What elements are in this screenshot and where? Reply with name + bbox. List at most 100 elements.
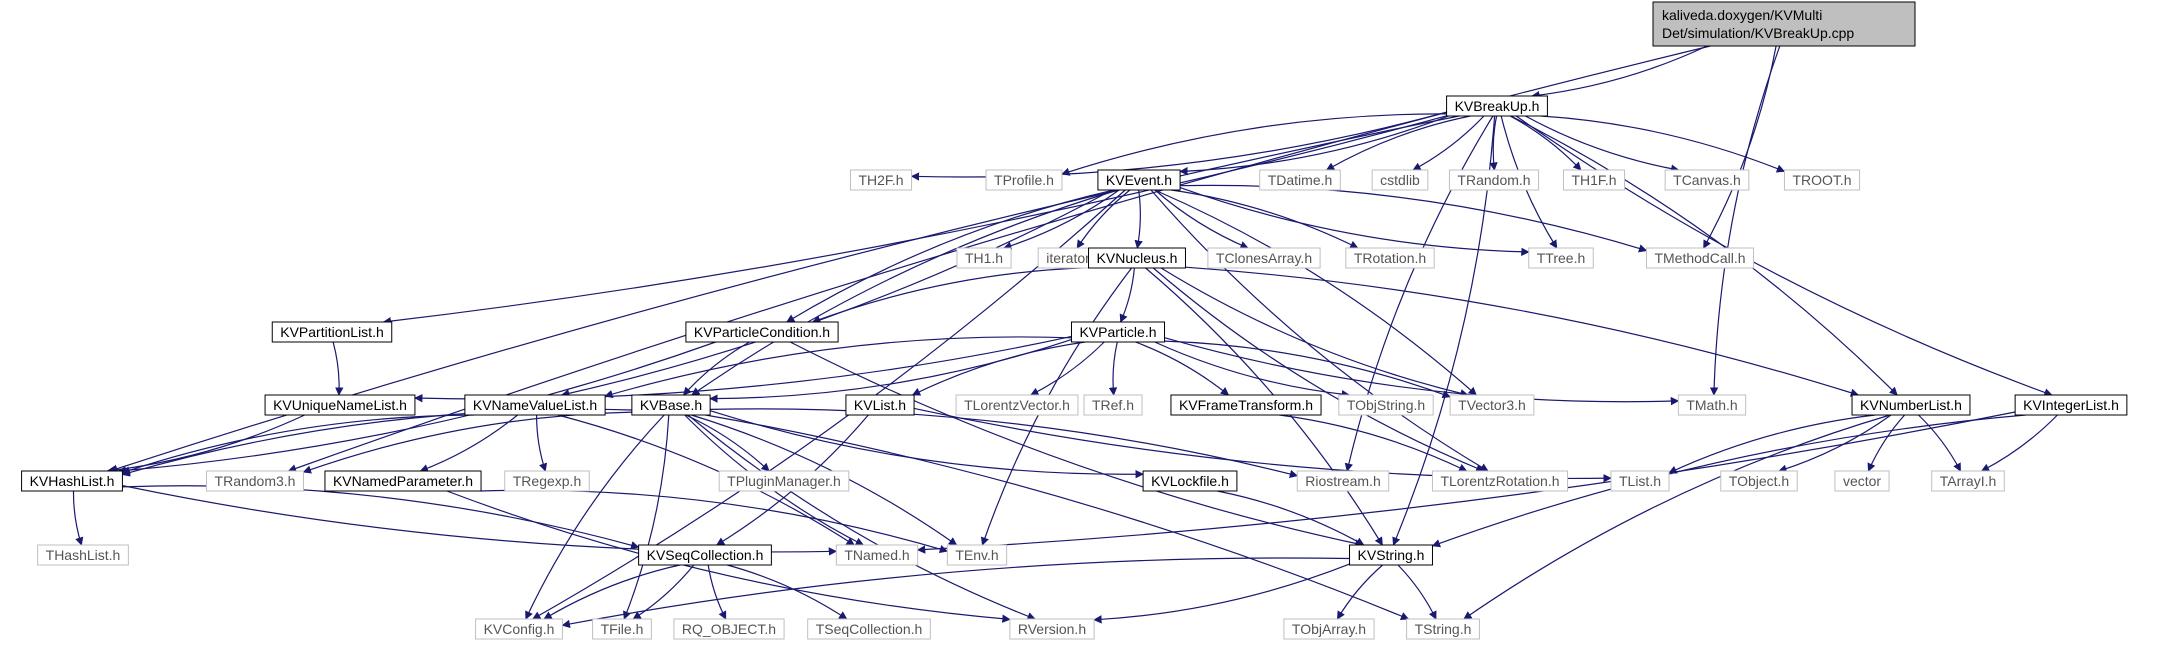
edge-KVEvent-h-to-KVNucleus-h (1134, 189, 1143, 249)
node-TEnv-h[interactable]: TEnv.h (946, 544, 1008, 566)
node-TList-h[interactable]: TList.h (1610, 470, 1670, 492)
node-label: TLorentzVector.h (964, 397, 1070, 413)
node-KVPartitionList-h[interactable]: KVPartitionList.h (271, 321, 393, 343)
edge-KVBreakUp-h-to-TDatime-h (1325, 115, 1471, 171)
edge-KVParticle-h-to-KVNameValueList-h (604, 336, 1072, 399)
edge-KVBase-h-to-KVLockfile-h (709, 410, 1144, 479)
root-node-KVBreakUp-cpp[interactable]: kaliveda.doxygen/KVMulti Det/simulation/… (1652, 1, 1916, 47)
edge-KVFrameTransform-h-to-TLorentzRotation-h (1279, 414, 1468, 472)
node-label: KVConfig.h (484, 621, 555, 637)
node-label: RQ_OBJECT.h (682, 621, 776, 637)
node-TMath-h[interactable]: TMath.h (1677, 394, 1747, 416)
node-Riostream-h[interactable]: Riostream.h (1296, 470, 1390, 492)
node-TH1F-h[interactable]: TH1F.h (1562, 169, 1626, 191)
node-KVConfig-h[interactable]: KVConfig.h (475, 618, 563, 640)
node-TH1-h[interactable]: TH1.h (956, 247, 1012, 269)
node-TProfile-h[interactable]: TProfile.h (985, 169, 1063, 191)
node-TLorentzRotation-h[interactable]: TLorentzRotation.h (1431, 470, 1569, 492)
node-TRegexp-h[interactable]: TRegexp.h (504, 470, 590, 492)
node-TNamed-h[interactable]: TNamed.h (835, 544, 919, 566)
edge-KVNameValueList-h-to-TRegexp-h (535, 414, 548, 472)
edge-KVNamedParameter-h-to-RVersion-h (446, 490, 1011, 623)
node-cstdlib[interactable]: cstdlib (1371, 169, 1429, 191)
node-TH2F-h[interactable]: TH2F.h (849, 169, 913, 191)
node-TClonesArray-h[interactable]: TClonesArray.h (1207, 247, 1321, 269)
node-label: RVersion.h (1018, 621, 1086, 637)
node-TDatime-h[interactable]: TDatime.h (1259, 169, 1341, 191)
node-label: TROOT.h (1792, 172, 1851, 188)
node-KVNucleus-h[interactable]: KVNucleus.h (1088, 247, 1186, 269)
node-label: TH1F.h (1571, 172, 1616, 188)
node-KVSeqCollection-h[interactable]: KVSeqCollection.h (638, 544, 772, 566)
node-KVFrameTransform-h[interactable]: KVFrameTransform.h (1170, 394, 1322, 416)
node-KVNameValueList-h[interactable]: KVNameValueList.h (464, 394, 606, 416)
node-TRandom3-h[interactable]: TRandom3.h (206, 470, 304, 492)
node-label: iterator (1046, 250, 1090, 266)
node-KVBreakUp-h[interactable]: KVBreakUp.h (1446, 95, 1548, 117)
node-label: KVEvent.h (1106, 172, 1172, 188)
node-TCanvas-h[interactable]: TCanvas.h (1664, 169, 1750, 191)
edge-KVParticle-h-to-TVector3-h (1164, 340, 1451, 399)
node-label: TProfile.h (994, 172, 1054, 188)
edge-KVBreakUp-h-to-Riostream-h (1344, 115, 1494, 472)
edge-KVEvent-h-to-TClonesArray-h (1154, 189, 1249, 249)
node-RVersion-h[interactable]: RVersion.h (1009, 618, 1095, 640)
node-KVParticle-h[interactable]: KVParticle.h (1070, 321, 1166, 343)
node-label: TString.h (1415, 621, 1472, 637)
edge-KVString-h-to-KVConfig-h (561, 557, 1350, 629)
node-label: THashList.h (46, 547, 121, 563)
node-TLorentzVector-h[interactable]: TLorentzVector.h (955, 394, 1079, 416)
node-KVParticleCondition-h[interactable]: KVParticleCondition.h (685, 321, 839, 343)
edge-KVBreakUp-h-to-TCanvas-h (1525, 115, 1680, 173)
node-TPluginManager-h[interactable]: TPluginManager.h (718, 470, 850, 492)
node-KVNumberList-h[interactable]: KVNumberList.h (1851, 394, 1971, 416)
node-RQ-OBJECT-h[interactable]: RQ_OBJECT.h (673, 618, 785, 640)
edge-KVParticleCondition-h-to-KVHashList-h (117, 341, 716, 475)
node-TMethodCall-h[interactable]: TMethodCall.h (1645, 247, 1755, 269)
node-label: KVFrameTransform.h (1179, 397, 1313, 413)
edge-KVParticle-h-to-TLorentzVector-h (1030, 341, 1105, 396)
node-label: TRef.h (1092, 397, 1134, 413)
edge-KVBreakUp-h-to-TProfile-h (1061, 113, 1447, 176)
node-label: KVPartitionList.h (280, 324, 384, 340)
edge-KVSeqCollection-h-to-KVConfig-h (543, 564, 681, 620)
node-KVString-h[interactable]: KVString.h (1349, 544, 1433, 566)
edge-KVParticle-h-to-TMath-h (1164, 337, 1680, 406)
node-label: TMath.h (1686, 397, 1737, 413)
edge-KVParticleCondition-h-to-KVString-h (789, 341, 1364, 548)
edge-KVSeqCollection-h-to-RQ-OBJECT-h (707, 564, 727, 620)
edge-KVBase-h-to-Riostream-h (710, 408, 1299, 479)
node-label: KVHashList.h (30, 473, 115, 489)
node-TObjString-h[interactable]: TObjString.h (1338, 394, 1434, 416)
node-TObject-h[interactable]: TObject.h (1720, 470, 1798, 492)
node-vector[interactable]: vector (1834, 470, 1890, 492)
node-TVector3-h[interactable]: TVector3.h (1449, 394, 1535, 416)
node-TObjArray-h[interactable]: TObjArray.h (1283, 618, 1375, 640)
node-TRotation-h[interactable]: TRotation.h (1345, 247, 1435, 269)
node-TRandom-h[interactable]: TRandom.h (1448, 169, 1540, 191)
edge-KVIntegerList-h-to-TNamed-h (916, 411, 2016, 554)
edge-KVNumberList-h-to-TArrayI-h (1918, 414, 1962, 472)
edge-KVNumberList-h-to-TString-h (1463, 414, 1891, 620)
node-KVLockfile-h[interactable]: KVLockfile.h (1142, 470, 1238, 492)
node-KVHashList-h[interactable]: KVHashList.h (21, 470, 123, 492)
node-THashList-h[interactable]: THashList.h (37, 544, 129, 566)
node-TFile-h[interactable]: TFile.h (592, 618, 652, 640)
node-TArrayI-h[interactable]: TArrayI.h (1931, 470, 2005, 492)
node-KVNamedParameter-h[interactable]: KVNamedParameter.h (324, 470, 482, 492)
node-TROOT-h[interactable]: TROOT.h (1783, 169, 1861, 191)
node-label: KVBreakUp.h (1455, 98, 1540, 114)
node-TRef-h[interactable]: TRef.h (1083, 394, 1143, 416)
node-KVList-h[interactable]: KVList.h (845, 394, 915, 416)
node-KVEvent-h[interactable]: KVEvent.h (1097, 169, 1181, 191)
node-TTree-h[interactable]: TTree.h (1528, 247, 1594, 269)
node-KVUniqueNameList-h[interactable]: KVUniqueNameList.h (264, 394, 416, 416)
node-KVBase-h[interactable]: KVBase.h (631, 394, 711, 416)
node-TSeqCollection-h[interactable]: TSeqCollection.h (807, 618, 931, 640)
edge-KVEvent-h-to-TH1-h (1003, 189, 1120, 250)
node-label: TList.h (1619, 473, 1661, 489)
edge-KVBreakUp-h-to-TH1F-h (1509, 115, 1582, 171)
node-KVIntegerList-h[interactable]: KVIntegerList.h (2014, 394, 2128, 416)
node-TString-h[interactable]: TString.h (1406, 618, 1480, 640)
